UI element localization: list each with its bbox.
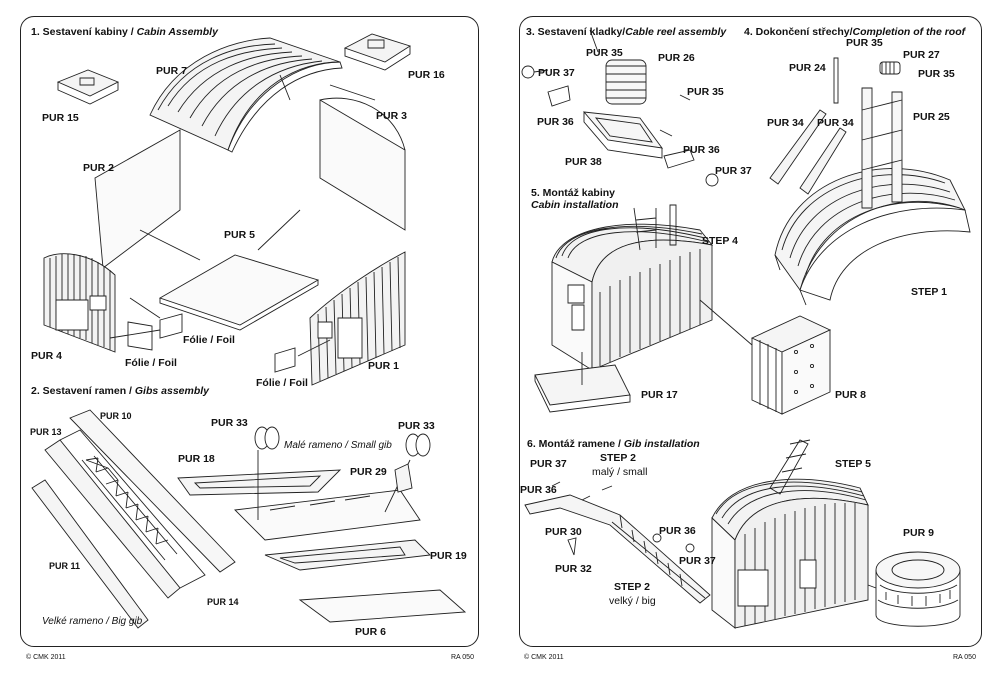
section-title-gibs-assembly: 2. Sestavení ramen / Gibs assembly <box>31 385 210 397</box>
part-label-pur3: PUR 3 <box>376 110 407 122</box>
part-label-pur37-a: PUR 37 <box>538 67 575 79</box>
section-title-roof-completion: 4. Dokončení střechy/Completion of the r… <box>744 26 966 38</box>
part-label-pur9: PUR 9 <box>903 527 934 539</box>
caption-big-gib: Velké rameno / Big gib <box>42 616 143 627</box>
part-label-pur36-a: PUR 36 <box>537 116 574 128</box>
part-label-pur38: PUR 38 <box>565 156 602 168</box>
part-label-pur35-c: PUR 35 <box>846 37 883 49</box>
step-label-5: STEP 5 <box>835 458 871 470</box>
part-label-pur36-d: PUR 36 <box>659 525 696 537</box>
part-label-pur25: PUR 25 <box>913 111 950 123</box>
step-label-2-big: STEP 2 <box>614 581 650 593</box>
cabin-side-panels-drawing <box>95 75 405 268</box>
part-label-pur27: PUR 27 <box>903 49 940 61</box>
roof-end-part-drawing <box>345 34 410 70</box>
part-label-pur37-b: PUR 37 <box>715 165 752 177</box>
part-label-pur4: PUR 4 <box>31 350 62 362</box>
part-label-pur32: PUR 32 <box>555 563 592 575</box>
roof-small-part-drawing <box>58 70 118 104</box>
foil-label-2: Fólie / Foil <box>125 357 177 369</box>
part-label-pur17: PUR 17 <box>641 389 678 401</box>
part-label-pur7: PUR 7 <box>156 65 187 77</box>
part-label-pur35-a: PUR 35 <box>586 47 623 59</box>
part-label-pur16: PUR 16 <box>408 69 445 81</box>
part-label-pur36-c: PUR 36 <box>520 484 557 496</box>
right-page-frame <box>519 16 982 647</box>
part-label-pur37-d: PUR 37 <box>679 555 716 567</box>
part-label-pur2: PUR 2 <box>83 162 114 174</box>
part-label-pur13: PUR 13 <box>30 427 62 437</box>
step-label-2-small: STEP 2 <box>600 452 636 464</box>
cabin-floor-drawing <box>160 255 318 330</box>
step-label-1: STEP 1 <box>911 286 947 298</box>
step-2-big-sub: velký / big <box>609 595 656 607</box>
rear-wall-drawing <box>310 252 405 385</box>
caption-small-gib: Malé rameno / Small gib <box>284 440 392 451</box>
foil-label-1: Fólie / Foil <box>183 334 235 346</box>
big-gib-drawing <box>32 410 235 628</box>
step-label-4: STEP 4 <box>702 235 738 247</box>
cabin-installed-drawing <box>535 205 830 414</box>
part-label-pur37-c: PUR 37 <box>530 458 567 470</box>
part-label-pur34-b: PUR 34 <box>817 117 854 129</box>
part-label-pur33-b: PUR 33 <box>398 420 435 432</box>
part-label-pur18: PUR 18 <box>178 453 215 465</box>
front-wall-drawing <box>44 254 115 352</box>
part-label-pur19: PUR 19 <box>430 550 467 562</box>
section-title-gib-installation: 6. Montáž ramene / Gib installation <box>527 438 700 450</box>
small-gib-drawing <box>178 450 465 622</box>
part-label-pur30: PUR 30 <box>545 526 582 538</box>
section-title-cable-reel: 3. Sestavení kladky/Cable reel assembly <box>526 26 727 38</box>
foil-pieces-drawing <box>110 298 330 372</box>
part-label-pur8: PUR 8 <box>835 389 866 401</box>
part-label-pur5: PUR 5 <box>224 229 255 241</box>
left-footer-code: RA 050 <box>451 654 474 661</box>
part-label-pur35-b: PUR 35 <box>687 86 724 98</box>
part-label-pur26: PUR 26 <box>658 52 695 64</box>
part-label-pur29: PUR 29 <box>350 466 387 478</box>
part-label-pur35-d: PUR 35 <box>918 68 955 80</box>
part-label-pur34-a: PUR 34 <box>767 117 804 129</box>
right-footer-copyright: © CMK 2011 <box>524 654 564 661</box>
step-2-small-sub: malý / small <box>592 466 648 478</box>
part-label-pur14: PUR 14 <box>207 597 239 607</box>
left-footer-copyright: © CMK 2011 <box>26 654 66 661</box>
part-label-pur36-b: PUR 36 <box>683 144 720 156</box>
part-label-pur10: PUR 10 <box>100 411 132 421</box>
part-label-pur24: PUR 24 <box>789 62 826 74</box>
roof-arch-drawing <box>150 38 342 152</box>
part-label-pur11: PUR 11 <box>49 561 81 571</box>
part-label-pur1: PUR 1 <box>368 360 399 372</box>
gib-installation-drawing <box>525 440 960 628</box>
part-label-pur6: PUR 6 <box>355 626 386 638</box>
foil-label-3: Fólie / Foil <box>256 377 308 389</box>
cable-reel-drawing <box>522 30 718 186</box>
left-page-frame <box>20 16 479 647</box>
reel-discs-drawing <box>255 427 430 492</box>
section-title-cabin-assembly: 1. Sestavení kabiny / Cabin Assembly <box>31 26 218 38</box>
part-label-pur15: PUR 15 <box>42 112 79 124</box>
roof-completion-drawing <box>770 58 970 305</box>
part-label-pur33-a: PUR 33 <box>211 417 248 429</box>
right-footer-code: RA 050 <box>953 654 976 661</box>
